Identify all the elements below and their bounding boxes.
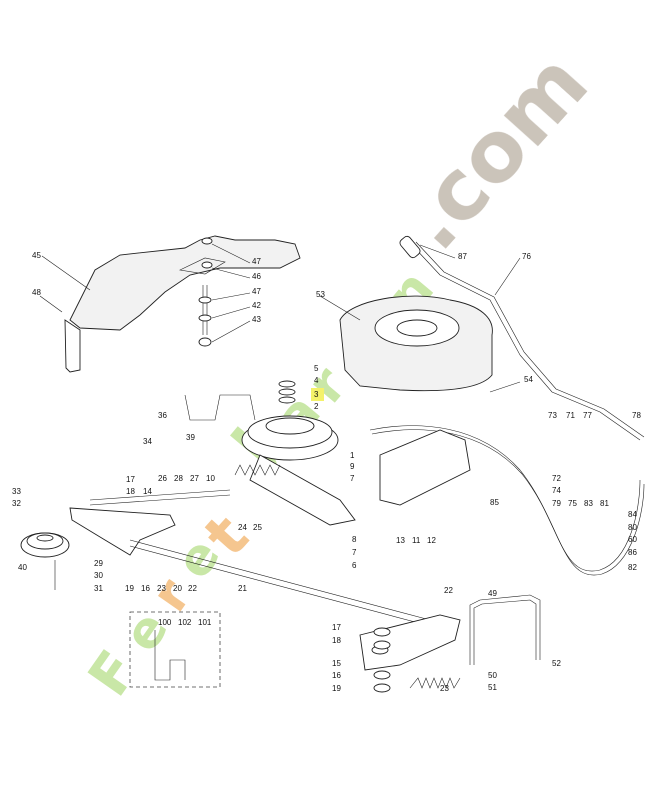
label-29: 29 [94, 559, 103, 568]
label-77: 77 [583, 411, 592, 420]
label-27: 27 [190, 474, 199, 483]
label-25: 25 [253, 523, 262, 532]
label-26: 26 [158, 474, 167, 483]
belt-guard-housing [339, 295, 493, 392]
label-8: 8 [352, 535, 357, 544]
label-11: 11 [412, 536, 421, 545]
label-4: 4 [314, 376, 319, 385]
label-5: 5 [314, 364, 319, 373]
spring-10 [234, 464, 281, 476]
stop-rod-49 [469, 594, 541, 665]
label-82: 82 [628, 563, 637, 572]
label-19: 19 [332, 684, 341, 693]
tension-arm-bracket [184, 394, 471, 526]
label-17: 17 [126, 475, 135, 484]
label-39: 39 [186, 433, 195, 442]
kit-box-100-102-101 [129, 611, 221, 688]
label-36: 36 [158, 411, 167, 420]
highlight-marker [311, 388, 324, 401]
label-18: 18 [126, 487, 135, 496]
label-87: 87 [458, 252, 467, 261]
label-34: 34 [143, 437, 152, 446]
idler-pulley [20, 532, 70, 590]
label-78: 78 [632, 411, 641, 420]
label-46: 46 [252, 272, 261, 281]
label-6: 6 [352, 561, 357, 570]
engage-lever-rod [399, 235, 645, 441]
part-labels: 45 48 47 46 47 42 43 53 87 76 54 5 4 3 2… [12, 251, 641, 693]
label-32: 32 [12, 499, 21, 508]
label-47: 47 [252, 257, 261, 266]
label-54: 54 [524, 375, 533, 384]
label-84: 84 [628, 510, 637, 519]
label-85: 85 [490, 498, 499, 507]
leader-lines [39, 243, 521, 393]
label-49: 49 [488, 589, 497, 598]
label-50: 50 [488, 671, 497, 680]
label-100: 100 [158, 618, 172, 627]
label-15: 15 [332, 659, 341, 668]
label-12: 12 [427, 536, 436, 545]
label-2: 2 [314, 402, 319, 411]
label-101: 101 [198, 618, 212, 627]
label-73: 73 [548, 411, 557, 420]
label-60: 60 [628, 535, 637, 544]
label-102: 102 [178, 618, 192, 627]
label-3: 3 [314, 390, 319, 399]
label-47: 47 [252, 287, 261, 296]
label-48: 48 [32, 288, 41, 297]
watermark-letter: F [76, 639, 151, 708]
label-13: 13 [396, 536, 405, 545]
label-72: 72 [552, 474, 561, 483]
label-22: 22 [444, 586, 453, 595]
label-30: 30 [94, 571, 103, 580]
label-33: 33 [12, 487, 21, 496]
bolt-stack-right [373, 627, 391, 693]
label-45: 45 [32, 251, 41, 260]
label-24: 24 [238, 523, 247, 532]
label-76: 76 [522, 252, 531, 261]
label-28: 28 [174, 474, 183, 483]
label-16: 16 [141, 584, 150, 593]
label-19: 19 [125, 584, 134, 593]
label-71: 71 [566, 411, 575, 420]
label-16: 16 [332, 671, 341, 680]
label-51: 51 [488, 683, 497, 692]
label-40: 40 [18, 563, 27, 572]
label-83: 83 [584, 499, 593, 508]
label-42: 42 [252, 301, 261, 310]
watermark: F e r e t J a r d i n .com [76, 34, 607, 708]
tie-rod [129, 539, 431, 627]
watermark-com: .com [382, 34, 607, 268]
label-1: 1 [350, 451, 355, 460]
label-9: 9 [350, 462, 355, 471]
label-21: 21 [238, 584, 247, 593]
label-17: 17 [332, 623, 341, 632]
label-7: 7 [350, 474, 355, 483]
mower-deck-cover [64, 235, 301, 373]
label-86: 86 [628, 548, 637, 557]
label-53: 53 [316, 290, 325, 299]
label-80: 80 [628, 523, 637, 532]
label-20: 20 [173, 584, 182, 593]
label-14: 14 [143, 487, 152, 496]
label-43: 43 [252, 315, 261, 324]
label-31: 31 [94, 584, 103, 593]
label-79: 79 [552, 499, 561, 508]
label-23: 23 [157, 584, 166, 593]
main-pulley [241, 380, 339, 461]
label-81: 81 [600, 499, 609, 508]
label-52: 52 [552, 659, 561, 668]
label-22: 22 [188, 584, 197, 593]
label-23: 23 [440, 684, 449, 693]
label-7: 7 [352, 548, 357, 557]
deck-bolt-stack [198, 237, 213, 347]
label-18: 18 [332, 636, 341, 645]
label-75: 75 [568, 499, 577, 508]
label-74: 74 [552, 486, 561, 495]
label-10: 10 [206, 474, 215, 483]
spring-23 [409, 677, 461, 689]
